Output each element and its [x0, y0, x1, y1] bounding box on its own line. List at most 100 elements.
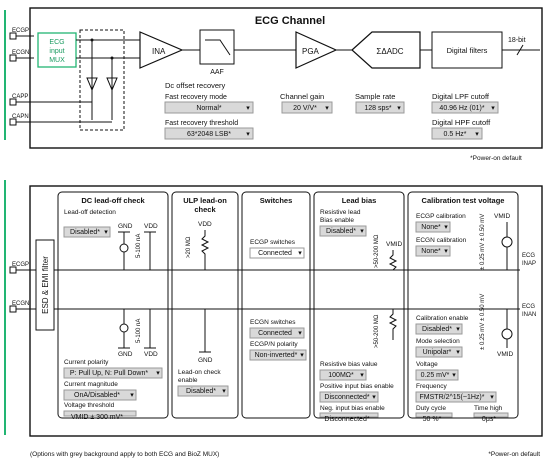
- svg-text:Disabled*: Disabled*: [186, 388, 216, 395]
- svg-text:None*: None*: [421, 248, 441, 255]
- dropdown-res-bias-enable[interactable]: Disabled* ▾: [319, 225, 367, 237]
- dropdown-cal-duty[interactable]: [415, 412, 453, 418]
- dropdown-sample-rate[interactable]: 128 sps* ▾: [355, 101, 405, 114]
- cal-range-bottom: ± 0.25 mV ± 0.50 mV: [480, 294, 486, 350]
- dropdown-ulp-enable[interactable]: Disabled* ▾: [177, 385, 229, 397]
- dropdown-cal-frequency[interactable]: FMSTR/2^15(~1Hz)* ▾: [415, 391, 497, 403]
- cal-voltage-label: Voltage: [416, 361, 438, 368]
- neg-bias-value[interactable]: Disconnected*: [324, 416, 369, 423]
- ulp-title-1: ULP lead-on: [183, 196, 227, 205]
- leadoff-vdd-bottom: VDD: [144, 351, 158, 358]
- cal-time-value[interactable]: 0μs*: [482, 416, 496, 423]
- neg-bias-label: Neg. input bias enable: [320, 405, 385, 412]
- ulp-enable-label-1: Lead-on check: [178, 369, 221, 376]
- panel-lead-bias: [313, 191, 405, 419]
- ulp-res: >20 MΩ: [186, 236, 192, 258]
- cal-vmid-bottom: VMID: [497, 351, 514, 358]
- inan-label-1: ECG: [522, 304, 535, 310]
- svg-text:None*: None*: [421, 224, 441, 231]
- dropdown-res-bias-value[interactable]: 100MΩ* ▾: [319, 369, 367, 381]
- cal-ecgn-label: ECGN calibration: [416, 237, 467, 244]
- svg-text:Normal*: Normal*: [196, 105, 222, 112]
- adc-label: ΣΔADC: [376, 47, 403, 56]
- dropdown-cal-enable[interactable]: Disabled* ▾: [415, 323, 463, 335]
- dropdown-ecgp-switches[interactable]: Connected ▾: [249, 247, 305, 259]
- aaf-label: AAF: [210, 69, 224, 76]
- ecgp-switches-label: ECGP switches: [250, 239, 296, 246]
- panel-switches: [241, 191, 311, 419]
- dropdown-cal-ecgn[interactable]: None* ▾: [415, 245, 451, 257]
- pga-amplifier: [295, 31, 338, 69]
- dropdown-ecgn-switches[interactable]: Connected ▾: [249, 327, 305, 339]
- cal-duty-value[interactable]: 50 %*: [423, 416, 442, 423]
- dropdown-cal-time[interactable]: [473, 412, 509, 418]
- cal-vmid-top: VMID: [494, 213, 511, 220]
- chevron-down-icon: ▾: [444, 224, 448, 231]
- voltage-source-icon: [501, 236, 513, 248]
- dropdown-voltage-threshold[interactable]: [63, 410, 137, 417]
- leadoff-gnd-top: GND: [118, 223, 133, 230]
- chevron-down-icon: ▾: [156, 370, 160, 377]
- current-source-icon: [119, 323, 129, 333]
- ulp-gnd: GND: [198, 357, 213, 364]
- leadoff-vdd-top: VDD: [144, 223, 158, 230]
- top-note: *Power-on default: [470, 155, 522, 162]
- chevron-down-icon: ▾: [444, 248, 448, 255]
- svg-text:Disconnected*: Disconnected*: [324, 394, 369, 401]
- chevron-down-icon: ▾: [298, 330, 302, 337]
- chevron-down-icon: ▾: [104, 229, 108, 236]
- buffer-amp-n: [106, 77, 118, 92]
- dropdown-fast-threshold[interactable]: 63*2048 LSB* ▾: [164, 127, 254, 140]
- chevron-down-icon: ▾: [456, 349, 460, 356]
- pin-ecgn-bottom: [9, 305, 17, 313]
- ina-amplifier: [139, 31, 184, 69]
- dc-offset-title: Dc offset recovery: [165, 81, 226, 90]
- dropdown-pos-bias[interactable]: Disconnected* ▾: [319, 391, 379, 403]
- dropdown-neg-bias[interactable]: [319, 412, 379, 418]
- svg-text:Disabled*: Disabled*: [70, 229, 100, 236]
- chevron-down-icon: ▾: [397, 105, 401, 112]
- fast-mode-label: Fast recovery mode: [165, 94, 227, 101]
- panel-dc-leadoff: [57, 191, 169, 419]
- buffer-section: [79, 29, 125, 131]
- pin-label-ecgn-top: ECGN: [12, 50, 29, 56]
- dropdown-polarity[interactable]: Non-inverted* ▾: [249, 349, 307, 361]
- dropdown-cal-mode[interactable]: Unipolar* ▾: [415, 346, 463, 358]
- lower-frame: [29, 185, 543, 437]
- gain-label: Channel gain: [280, 92, 324, 101]
- leadoff-gnd-bottom: GND: [118, 351, 133, 358]
- chevron-down-icon: ▾: [130, 392, 134, 399]
- leadoff-range-bottom: 5-100 nA: [136, 319, 142, 343]
- chevron-down-icon: ▾: [300, 352, 304, 359]
- ulp-title-2: check: [194, 205, 216, 214]
- chevron-down-icon: ▾: [298, 250, 302, 257]
- pin-label-ecgp-bottom: ECGP: [12, 262, 29, 268]
- chevron-down-icon: ▾: [246, 105, 250, 112]
- polarity-label: Current polarity: [64, 359, 109, 366]
- dropdown-leadoff-detection[interactable]: Disabled* ▾: [63, 226, 111, 238]
- chevron-down-icon: ▾: [490, 394, 494, 401]
- bias-res-top: >50-200 MΩ: [374, 234, 380, 268]
- chevron-down-icon: ▾: [491, 105, 495, 112]
- dropdown-cal-voltage[interactable]: 0.25 mV* ▾: [415, 369, 459, 381]
- lead-bias-title: Lead bias: [342, 196, 377, 205]
- dropdown-current-polarity[interactable]: P: Pull Up, N: Pull Down* ▾: [63, 367, 163, 379]
- aaf-filter: [199, 29, 235, 65]
- dropdown-lpf-cutoff[interactable]: 40.96 Hz (01)* ▾: [431, 101, 499, 114]
- dropdown-hpf-cutoff[interactable]: 0.5 Hz* ▾: [431, 127, 483, 140]
- pin-label-ecgp-top: ECGP: [12, 28, 29, 34]
- dropdown-fast-mode[interactable]: Normal* ▾: [164, 101, 254, 114]
- chevron-down-icon: ▾: [456, 326, 460, 333]
- dropdown-cal-ecgp[interactable]: None* ▾: [415, 221, 451, 233]
- esd-emi-filter: [35, 239, 55, 331]
- pos-bias-label: Positive input bias enable: [320, 383, 394, 390]
- voltage-threshold-value[interactable]: VMID ± 300 mV*: [71, 414, 123, 421]
- pin-ecgp-bottom: [9, 266, 17, 274]
- dropdown-current-magnitude[interactable]: OnA/Disabled* ▾: [63, 389, 137, 401]
- rate-label: Sample rate: [355, 92, 395, 101]
- leadoff-range-top: 5-100 nA: [136, 234, 142, 258]
- ecg-input-mux: [37, 32, 77, 68]
- pin-ecgn-top: [9, 54, 17, 62]
- dropdown-channel-gain[interactable]: 20 V/V* ▾: [281, 101, 333, 114]
